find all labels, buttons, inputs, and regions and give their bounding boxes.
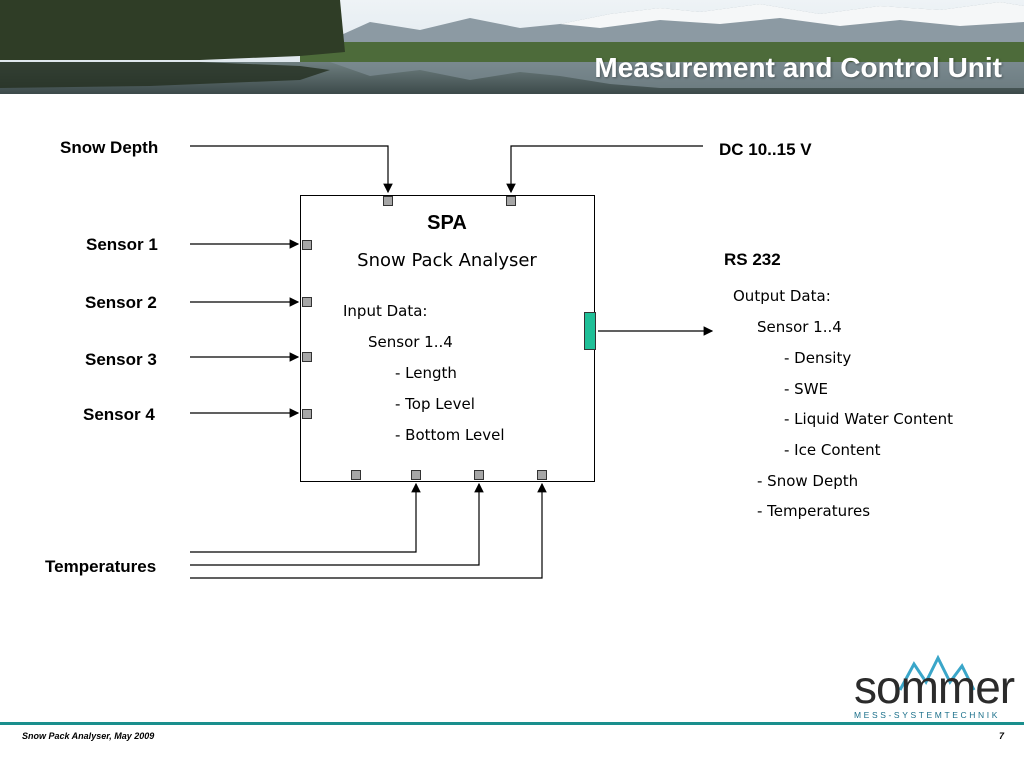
sensor-2-port (302, 297, 312, 307)
header-banner: Measurement and Control Unit (0, 0, 1024, 94)
temperature-wire-1 (190, 482, 421, 553)
sensor-3-label: Sensor 3 (85, 350, 157, 369)
bottom-port (351, 470, 361, 480)
temperatures-label: Temperatures (45, 557, 157, 576)
mountain-logo-mark (898, 654, 976, 691)
sensor-1-port (302, 240, 312, 250)
input-data-item: - Top Level (395, 395, 475, 413)
output-data-group: Sensor 1..4 (757, 318, 842, 336)
input-data-group: Sensor 1..4 (368, 333, 453, 351)
sensor-2-label: Sensor 2 (85, 293, 157, 312)
spa-name: SPA (427, 212, 467, 234)
sommer-logo: sommer MESS-SYSTEMTECHNIK (850, 652, 1015, 720)
rs232-port (584, 312, 596, 350)
temperature-port (411, 470, 421, 480)
snow-depth-wire (190, 145, 393, 194)
sensor-4-port (302, 409, 312, 419)
power-port (506, 196, 516, 206)
footer-divider (0, 722, 1024, 725)
output-data-subitem: - Liquid Water Content (784, 410, 953, 428)
dc-wire (506, 145, 703, 194)
spa-unit-box: SPA Snow Pack Analyser Input Data: Senso… (300, 195, 595, 482)
spa-subtitle: Snow Pack Analyser (357, 250, 537, 271)
temperature-port (474, 470, 484, 480)
temperature-wire-2 (190, 482, 484, 566)
input-data-item: - Bottom Level (395, 426, 505, 444)
temperature-port (537, 470, 547, 480)
dc-label: DC 10..15 V (719, 140, 812, 159)
output-data-subitem: - SWE (784, 380, 829, 398)
page-title: Measurement and Control Unit (594, 52, 1002, 83)
rs232-label: RS 232 (724, 250, 781, 269)
output-data-item: - Temperatures (757, 502, 871, 520)
output-data-item: - Snow Depth (757, 472, 859, 490)
output-data-subitem: - Ice Content (784, 441, 881, 459)
footer-caption: Snow Pack Analyser, May 2009 (22, 731, 155, 741)
input-data-item: - Length (395, 364, 457, 382)
snow-depth-port (383, 196, 393, 206)
snow-depth-label: Snow Depth (60, 138, 159, 157)
logo-wordmark: sommer (854, 661, 1015, 713)
sensor-4-label: Sensor 4 (83, 405, 155, 424)
output-data-heading: Output Data: (733, 287, 831, 305)
temperature-wire-3 (190, 482, 547, 579)
logo-tagline: MESS-SYSTEMTECHNIK (854, 710, 1000, 720)
landscape-image (0, 0, 1024, 94)
sensor-1-label: Sensor 1 (86, 235, 158, 254)
page-number: 7 (998, 731, 1004, 741)
output-data-subitem: - Density (784, 349, 852, 367)
sensor-3-port (302, 352, 312, 362)
input-data-heading: Input Data: (343, 302, 428, 320)
